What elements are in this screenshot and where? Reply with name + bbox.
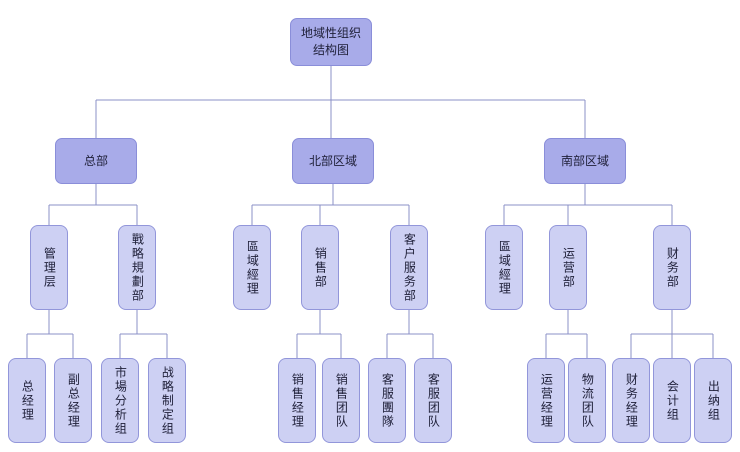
- node-management[interactable]: 管理层: [30, 225, 68, 310]
- node-logistics-team[interactable]: 物流团队: [568, 358, 606, 443]
- node-south-regional-manager[interactable]: 區域經理: [485, 225, 523, 310]
- node-headquarters[interactable]: 总部: [55, 138, 137, 184]
- node-root[interactable]: 地域性组织结构图: [290, 18, 372, 66]
- node-accounting-group[interactable]: 会计组: [653, 358, 691, 443]
- node-north-regional-manager[interactable]: 區域經理: [233, 225, 271, 310]
- node-market-analysis-group[interactable]: 市場分析组: [101, 358, 139, 443]
- node-cs-team-1[interactable]: 客服團隊: [368, 358, 406, 443]
- node-sales-dept[interactable]: 销售部: [301, 225, 339, 310]
- node-sales-team[interactable]: 销售团队: [322, 358, 360, 443]
- node-deputy-general-manager[interactable]: 副总经理: [54, 358, 92, 443]
- node-strategy-formulation-group[interactable]: 战略制定组: [148, 358, 186, 443]
- node-north-region[interactable]: 北部区域: [292, 138, 374, 184]
- node-finance-manager[interactable]: 财务经理: [612, 358, 650, 443]
- node-sales-manager[interactable]: 销售经理: [278, 358, 316, 443]
- node-south-region[interactable]: 南部区域: [544, 138, 626, 184]
- node-operations-manager[interactable]: 运营经理: [527, 358, 565, 443]
- node-general-manager[interactable]: 总经理: [8, 358, 46, 443]
- node-customer-service-dept[interactable]: 客户服务部: [390, 225, 428, 310]
- node-cashier-group[interactable]: 出纳组: [694, 358, 732, 443]
- node-operations-dept[interactable]: 运营部: [549, 225, 587, 310]
- node-cs-team-2[interactable]: 客服团队: [414, 358, 452, 443]
- node-finance-dept[interactable]: 财务部: [653, 225, 691, 310]
- node-strategic-planning[interactable]: 戰略規劃部: [118, 225, 156, 310]
